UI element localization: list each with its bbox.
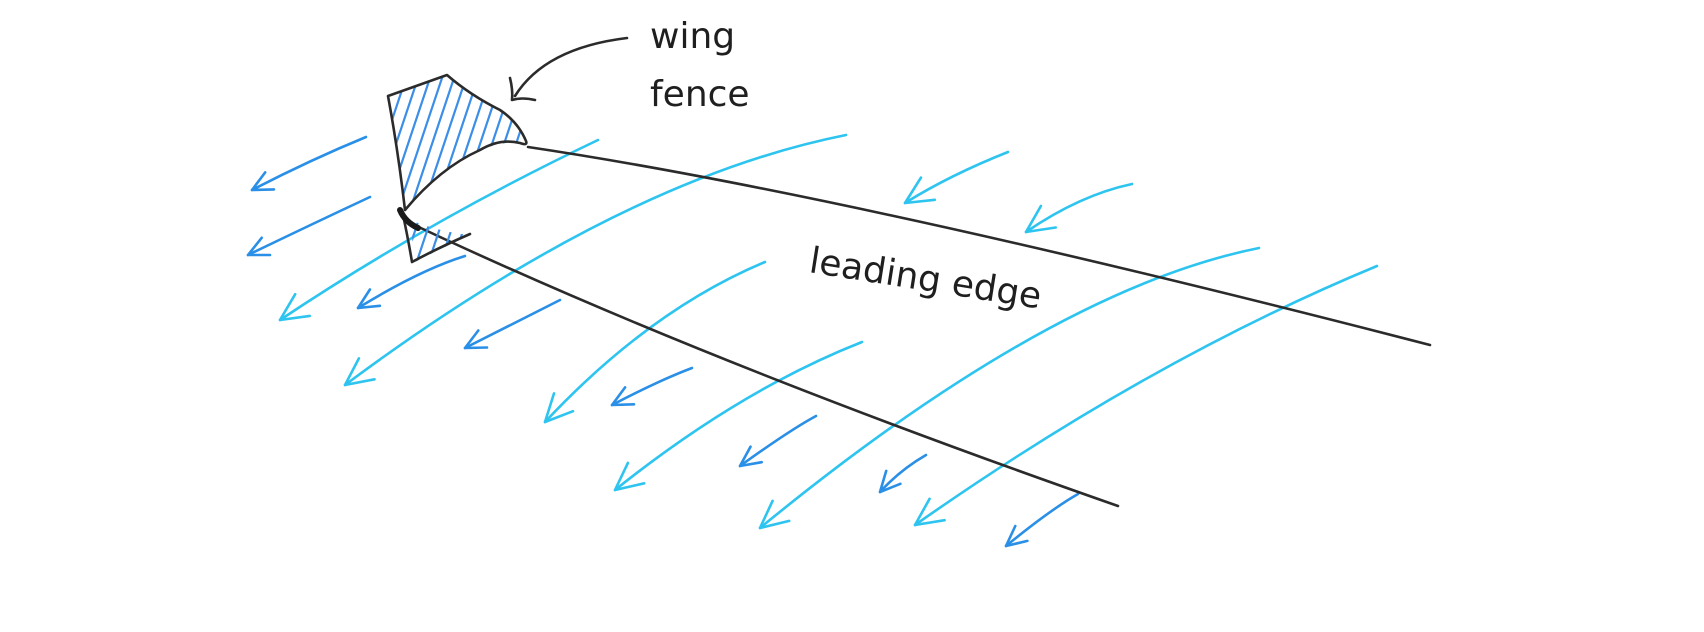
airflow-arrowhead — [1004, 524, 1029, 548]
airflow-arrow-icon — [1004, 492, 1080, 548]
hatch-line — [460, 75, 526, 262]
airflow-arrow-icon — [610, 366, 694, 407]
airflow-arrow-shaft — [903, 150, 1010, 205]
airflow-arrow-icon — [913, 264, 1379, 527]
airflow-arrowhead — [738, 445, 763, 468]
hatch-line — [388, 75, 402, 262]
hatch-line — [496, 75, 526, 262]
airflow-arrow-shaft — [738, 414, 818, 468]
airflow-arrowhead — [878, 469, 902, 494]
hatch-line — [388, 75, 438, 262]
airflow-arrowhead — [903, 176, 937, 205]
airflow-arrowhead — [758, 499, 791, 530]
airflow-arrowhead — [250, 171, 276, 192]
airflow-arrowhead — [278, 292, 311, 322]
airflow-arrow-shaft — [1004, 492, 1080, 548]
airflow-arrowhead — [343, 357, 376, 387]
airflow-arrow-icon — [613, 340, 864, 492]
airflow-arrow-shaft — [613, 340, 864, 492]
airflow-arrow-shaft — [278, 138, 600, 322]
airflow-arrows — [246, 133, 1379, 548]
wing-trailing-edge-line — [406, 220, 1120, 508]
fence-root-mark — [397, 207, 421, 231]
airflow-arrow-shaft — [543, 260, 767, 424]
airflow-arrow-icon — [463, 298, 562, 350]
airflow-arrow-icon — [278, 138, 600, 322]
airflow-arrowhead — [543, 392, 575, 424]
fence-lower-part — [400, 208, 472, 264]
fence-outline — [386, 73, 528, 212]
airflow-arrow-icon — [878, 453, 928, 494]
wing-leading-edge-line — [526, 145, 1432, 347]
airflow-arrow-shaft — [878, 453, 928, 494]
airflow-arrow-icon — [246, 195, 372, 257]
wing-fence — [386, 73, 528, 264]
airflow-arrow-icon — [758, 246, 1261, 530]
curved-pointer-arrow-icon — [508, 36, 629, 102]
airflow-arrow-shaft — [250, 135, 368, 192]
airflow-arrow-icon — [343, 133, 848, 387]
airflow-arrow-icon — [738, 414, 818, 468]
wing-fence-label-line2: fence — [650, 74, 750, 115]
airflow-arrow-shaft — [356, 254, 467, 310]
airflow-arrowhead — [613, 461, 646, 492]
hatch-line — [388, 75, 414, 262]
leading-edge-label: leading edge — [807, 240, 1045, 317]
airflow-arrowhead — [356, 288, 382, 310]
airflow-arrow-icon — [543, 260, 767, 424]
airflow-arrow-icon — [1024, 182, 1134, 234]
airflow-arrowhead — [1024, 204, 1057, 234]
airflow-arrow-shaft — [246, 195, 372, 257]
airflow-arrow-shaft — [758, 246, 1261, 530]
airflow-arrow-icon — [356, 254, 467, 310]
airflow-arrowhead — [463, 329, 489, 350]
airflow-arrow-shaft — [610, 366, 694, 407]
airflow-arrow-shaft — [343, 133, 848, 387]
wing-fence-label-line1: wing — [650, 16, 735, 57]
hatch-line — [472, 75, 526, 262]
hatch-line — [400, 75, 474, 262]
wing — [406, 145, 1432, 508]
airflow-arrowhead — [610, 386, 636, 407]
airflow-arrowhead — [913, 497, 946, 527]
airflow-arrow-icon — [903, 150, 1010, 205]
airflow-arrow-shaft — [913, 264, 1379, 527]
airflow-arrow-shaft — [463, 298, 562, 350]
airflow-arrowhead — [246, 236, 272, 257]
airflow-arrow-icon — [250, 135, 368, 192]
airflow-arrow-shaft — [1024, 182, 1134, 234]
